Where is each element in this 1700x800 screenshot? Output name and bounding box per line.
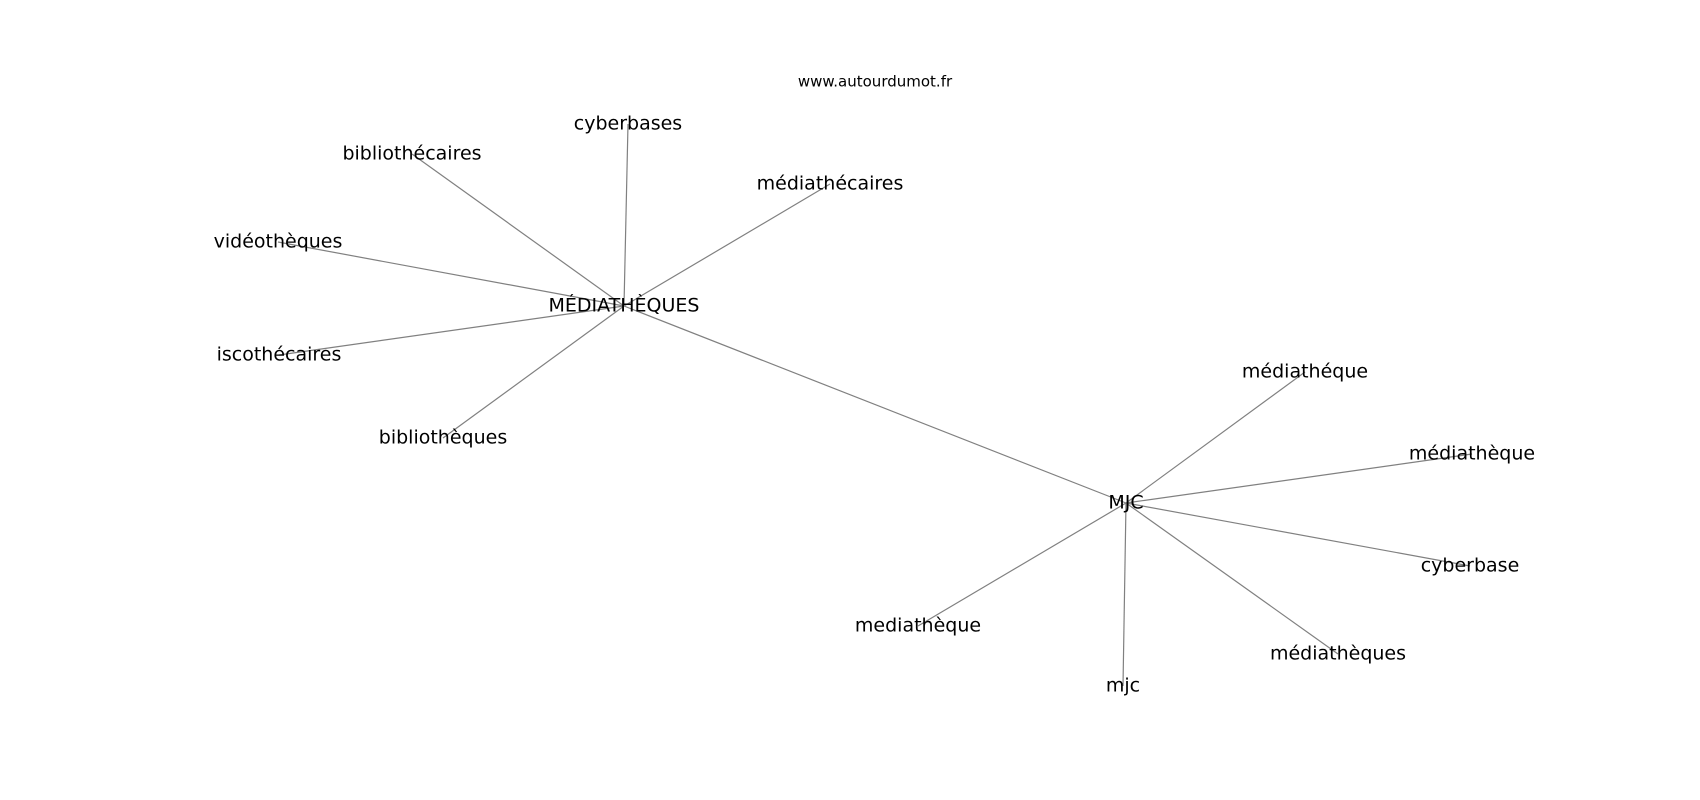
node-label-bibliothecaires: bibliothécaires [342,143,481,165]
edge-MEDIATHEQUES-bibliotheques [442,305,625,439]
edge-MEDIATHEQUES-videotheques [277,241,625,307]
node-label-mediatheques_lc: médiathèques [1270,643,1406,665]
edge-MEDIATHEQUES-bibliothecaires [411,153,625,307]
node-label-mediatheque_aigu: médiathéque [1242,361,1368,383]
node-label-mjc: mjc [1106,675,1140,697]
graph-nodes: MÉDIATHÈQUES cyberbases bibliothécaires méd… [214,113,1535,697]
edge-MEDIATHEQUES-mediathecaires [623,183,831,307]
node-label-MEDIATHEQUES: MÉDIATHÈQUES [549,294,700,317]
edge-MEDIATHEQUES-MJC [623,305,1127,504]
edge-MJC-cyberbase [1125,502,1471,567]
edge-MJC-mjc [1122,502,1127,687]
graph-edges [277,123,1473,687]
edge-MJC-mediatheques_lc [1125,502,1339,655]
watermark-text: www.autourdumot.fr [798,73,953,91]
node-label-mediatheque_plain: mediathèque [855,615,981,637]
node-label-MJC: MJC [1108,492,1143,514]
node-label-mediathecaires: médiathécaires [757,173,904,195]
node-label-bibliotheques: bibliothèques [379,427,507,449]
edge-MEDIATHEQUES-iscothecaires [278,305,625,356]
node-label-cyberbase: cyberbase [1421,555,1520,577]
edge-MJC-mediatheque_aigu [1125,371,1306,504]
node-label-videotheques: vidéothèques [214,231,343,253]
node-label-iscothecaires: iscothécaires [217,344,342,366]
edge-MJC-mediatheque_grave [1125,453,1473,504]
edge-MJC-mediatheque_plain [917,502,1127,627]
node-label-mediatheque_grave: médiathèque [1409,443,1535,465]
node-label-cyberbases: cyberbases [574,113,682,135]
edge-MEDIATHEQUES-cyberbases [623,123,629,307]
